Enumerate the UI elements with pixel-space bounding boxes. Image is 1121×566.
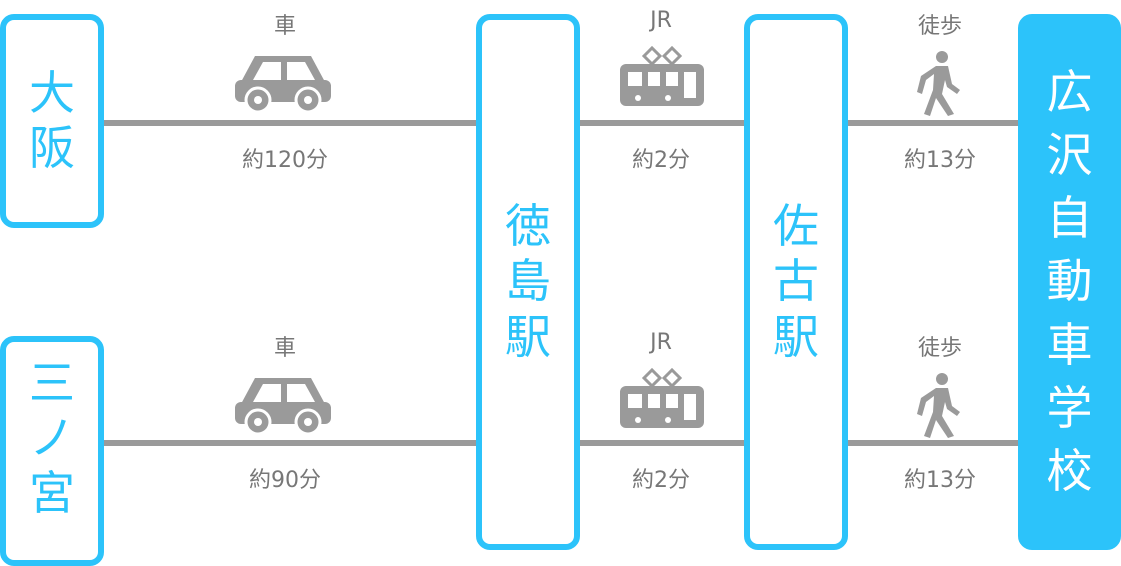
mode-label-walk: 徒歩	[917, 336, 963, 361]
travel-time-label: 約13分	[904, 148, 976, 173]
travel-time-label: 約2分	[632, 148, 690, 173]
destination-school-char: 校	[1046, 443, 1093, 498]
station-tokushima-char: 徳	[505, 199, 551, 254]
origin-sannomiya-char: ノ	[29, 411, 75, 466]
origin-sannomiya-char: 宮	[29, 466, 75, 521]
walking-icon	[917, 373, 960, 438]
route-line-osaka-tokushima	[102, 120, 480, 126]
station-sako-box: 佐 古 駅	[744, 14, 848, 550]
travel-time-label: 約13分	[904, 468, 976, 493]
mode-label-walk: 徒歩	[917, 14, 963, 39]
station-sako-char: 佐	[773, 199, 819, 254]
station-sako-label: 佐 古 駅	[773, 199, 819, 365]
destination-school-char: 動	[1046, 254, 1093, 309]
destination-school-box: 広 沢 自 動 車 学 校	[1018, 14, 1121, 550]
route-line-tokushima-sako-top	[578, 120, 748, 126]
walking-icon	[917, 51, 960, 116]
destination-school-char: 学	[1046, 380, 1093, 435]
route-line-tokushima-sako-bottom	[578, 440, 748, 446]
route-line-sako-school-bottom	[846, 440, 1020, 446]
origin-sannomiya-char: 三	[29, 356, 75, 410]
origin-osaka-char: 阪	[29, 121, 75, 175]
travel-time-label: 約120分	[242, 148, 328, 173]
train-icon	[620, 367, 704, 428]
destination-school-char: 広	[1046, 65, 1093, 120]
origin-osaka-box: 大 阪	[0, 14, 104, 228]
route-line-sako-school-top	[846, 120, 1020, 126]
station-tokushima-box: 徳 島 駅	[476, 14, 580, 550]
mode-label-jr: JR	[650, 330, 672, 355]
mode-label-car: 車	[273, 14, 297, 39]
train-icon	[620, 45, 704, 106]
destination-school-label: 広 沢 自 動 車 学 校	[1047, 61, 1093, 502]
travel-time-label: 約90分	[249, 468, 321, 493]
origin-osaka-char: 大	[29, 65, 75, 120]
origin-sannomiya-box: 三 ノ 宮	[0, 336, 104, 566]
station-tokushima-char: 駅	[505, 309, 551, 364]
mode-label-jr: JR	[650, 8, 672, 33]
destination-school-char: 沢	[1046, 128, 1093, 183]
origin-sannomiya-label: 三 ノ 宮	[29, 356, 75, 522]
station-sako-char: 駅	[773, 309, 819, 364]
station-tokushima-label: 徳 島 駅	[505, 199, 551, 365]
route-line-sannomiya-tokushima	[102, 440, 480, 446]
car-icon	[235, 56, 331, 114]
destination-school-char: 車	[1046, 317, 1093, 372]
station-tokushima-char: 島	[505, 254, 551, 309]
mode-label-car: 車	[273, 336, 297, 361]
travel-time-label: 約2分	[632, 468, 690, 493]
destination-school-char: 自	[1046, 191, 1093, 246]
origin-osaka-label: 大 阪	[29, 66, 75, 176]
car-icon	[235, 378, 331, 436]
station-sako-char: 古	[773, 254, 819, 309]
